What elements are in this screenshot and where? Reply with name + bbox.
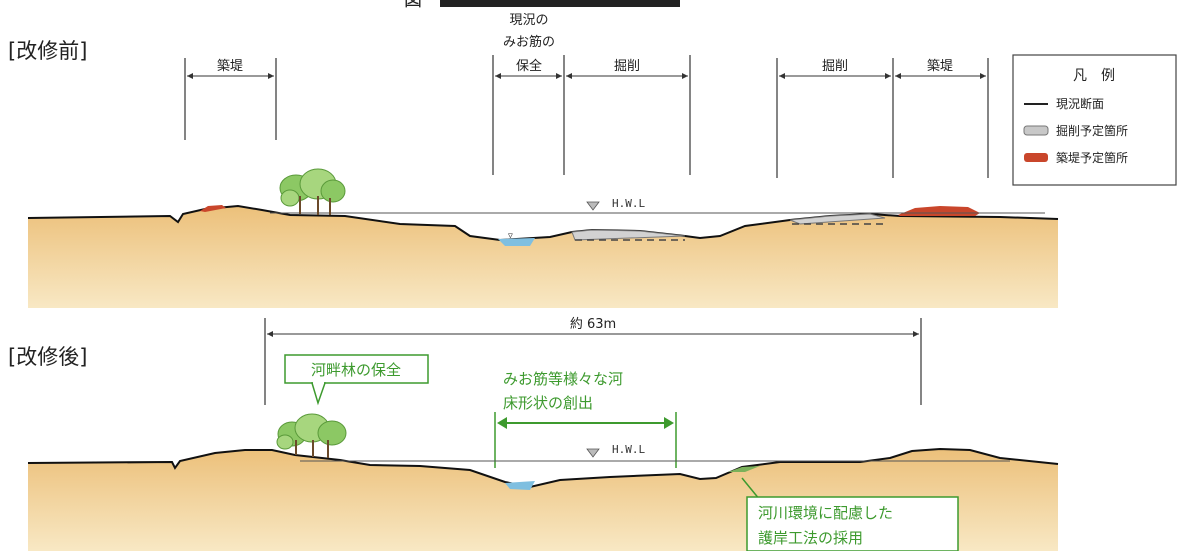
callout-bank-line2: 護岸工法の採用 [758, 529, 863, 547]
callout-channel-line1: みお筋等様々な河 [503, 370, 623, 388]
before-extent-lines [184, 55, 989, 178]
callout-forest-text: 河畔林の保全 [311, 361, 401, 379]
before-water [498, 238, 535, 246]
before-excavation-center [571, 229, 686, 241]
after-tree-icon [276, 413, 347, 458]
legend-title: 凡 例 [1073, 68, 1115, 84]
before-arrowheads [187, 73, 986, 79]
callout-channel-arrow [494, 412, 677, 468]
after-width-label: 約 63m [570, 317, 616, 332]
title-fragment: 図 [404, 0, 422, 11]
after-section-label: [改修後] [8, 345, 87, 369]
before-hwl-label: H.W.L [612, 197, 645, 210]
excavation-center-label: 掘削 [614, 59, 640, 74]
after-width-dimension [264, 318, 922, 405]
embankment-right-label: 築堤 [927, 59, 953, 74]
embankment-left-label: 築堤 [217, 59, 243, 74]
before-embankment-left [200, 205, 226, 212]
title-cropped-text [440, 0, 680, 7]
channel-label-line3: 保全 [516, 58, 542, 74]
legend-item-excavation: 掘削予定箇所 [1056, 123, 1128, 138]
before-ground [28, 206, 1058, 308]
after-hwl-marker [586, 448, 600, 458]
channel-label-line2: みお筋の [503, 34, 555, 50]
callout-bank-line1: 河川環境に配慮した [758, 504, 893, 522]
after-water [505, 481, 535, 490]
legend-embankment-icon [1024, 153, 1048, 162]
channel-label-line1: 現況の [509, 13, 548, 28]
before-tree-icon [279, 168, 346, 215]
after-bank-protection [728, 466, 760, 472]
before-section-label: [改修前] [8, 39, 87, 63]
legend-box: 凡 例 現況断面 掘削予定箇所 築堤予定箇所 [1012, 54, 1177, 186]
excavation-right-label: 掘削 [822, 59, 848, 74]
callout-channel-line2: 床形状の創出 [503, 394, 593, 412]
after-ground-outline [27, 447, 1059, 489]
callout-forest [284, 354, 429, 406]
legend-item-embankment: 築堤予定箇所 [1056, 150, 1128, 165]
legend-excavation-icon [1023, 125, 1049, 136]
before-embankment-right [898, 206, 980, 216]
before-water-mark: ▽ [508, 231, 513, 240]
before-hwl-marker [586, 201, 600, 211]
after-hwl-label: H.W.L [612, 443, 645, 456]
legend-item-current-section: 現況断面 [1056, 96, 1104, 111]
callout-bank [741, 477, 959, 551]
